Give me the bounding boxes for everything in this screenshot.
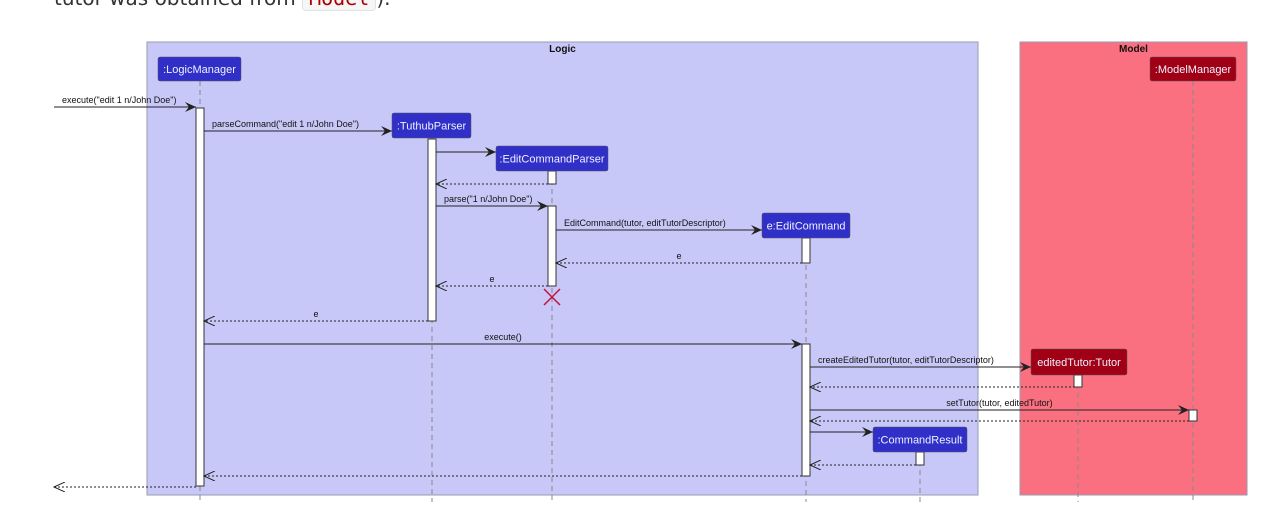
activation-bar	[547, 205, 557, 287]
logic-box-title: Logic	[549, 44, 576, 55]
preceding-paragraph-text: tutor was obtained from Model).	[54, 0, 390, 11]
activation-bar	[547, 170, 557, 185]
participant-et	[1030, 348, 1128, 376]
model-box-title: Model	[1119, 44, 1148, 55]
participant-lm	[157, 56, 242, 82]
participant-ecp	[495, 145, 609, 172]
participant-mm	[1149, 56, 1237, 82]
activation-bar	[801, 343, 811, 477]
activation-bar	[195, 107, 205, 487]
message-label: parseCommand("edit 1 n/John Doe")	[212, 119, 359, 129]
participant-ec	[761, 212, 851, 239]
message-label: createEditedTutor(tutor, editTutorDescri…	[818, 355, 994, 365]
participant-label: e:EditCommand	[767, 221, 846, 233]
message-label: EditCommand(tutor, editTutorDescriptor)	[564, 218, 726, 228]
participant-label: :ModelManager	[1155, 64, 1232, 76]
participant-label: editedTutor:Tutor	[1037, 357, 1121, 369]
message-label: e	[676, 251, 681, 261]
participant-label: :CommandResult	[878, 435, 963, 447]
activation-bar	[427, 138, 437, 322]
message-label: execute()	[484, 332, 522, 342]
message-label: e	[313, 309, 318, 319]
activation-bar	[801, 237, 811, 264]
participant-tp	[391, 112, 472, 139]
paragraph-text-end: ).	[376, 0, 390, 10]
message-label: e	[489, 274, 494, 284]
activation-bar	[1188, 409, 1198, 422]
inline-code: Model	[302, 0, 377, 11]
logic-box	[146, 41, 979, 496]
activation-bar	[1073, 374, 1083, 388]
participant-label: :LogicManager	[163, 64, 236, 76]
destroy-x-icon	[543, 288, 561, 306]
model-box	[1019, 41, 1248, 496]
message-label: parse("1 n/John Doe")	[444, 194, 532, 204]
participant-label: :EditCommandParser	[499, 154, 604, 166]
paragraph-text: tutor was obtained from	[54, 0, 302, 10]
message-label: execute("edit 1 n/John Doe")	[62, 95, 176, 105]
activation-bar	[915, 451, 925, 466]
participant-cr	[872, 426, 968, 453]
message-label: setTutor(tutor, editedTutor)	[946, 398, 1052, 408]
participant-label: :TuthubParser	[397, 121, 467, 133]
